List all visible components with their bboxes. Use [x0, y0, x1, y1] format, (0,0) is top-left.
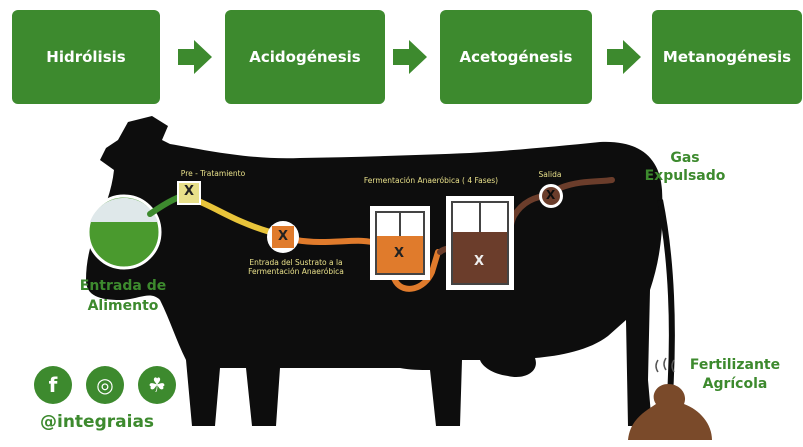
stage-label: Metanogénesis — [662, 48, 792, 66]
stage-acidogenesis: Acidogénesis — [225, 10, 385, 104]
marker-x: X — [394, 246, 405, 261]
label-entrada-alimento: Entrada de Alimento — [79, 278, 167, 314]
pipe-brown-outlet — [557, 177, 615, 191]
cow-tail — [657, 199, 675, 396]
facebook-icon[interactable]: f — [34, 366, 72, 404]
arrow-right-icon — [393, 40, 427, 74]
label-gas-expulsado: Gas Expulsado — [644, 150, 726, 184]
community-icon[interactable]: ☘ — [138, 366, 176, 404]
social-handle: @integraias — [40, 412, 155, 432]
label-entrada-sustrato: Entrada del Sustrato a la Fermentación A… — [248, 258, 344, 276]
stage-hidrolisis: Hidrólisis — [12, 10, 160, 104]
tank-1-fill — [377, 236, 423, 273]
fertilizer-pile-icon — [628, 384, 712, 440]
marker-x: X — [278, 229, 289, 244]
pipe-yellow — [193, 197, 273, 235]
stage-label: Hidrólisis — [46, 48, 126, 66]
feed-sky — [90, 197, 158, 222]
marker-pretratamiento — [177, 181, 201, 205]
stage-metanogenesis: Metanogénesis — [652, 10, 802, 104]
label-fermentacion: Fermentación Anaeróbica ( 4 Fases) — [363, 176, 499, 185]
tank-2-fill — [453, 232, 507, 283]
arrow-right-icon — [607, 40, 641, 74]
marker-x: X — [474, 254, 485, 269]
stage-label: Acetogénesis — [459, 48, 573, 66]
marker-x: X — [546, 188, 556, 202]
label-salida: Salida — [538, 170, 562, 179]
steam-lines — [655, 357, 675, 373]
arrow-right-icon — [178, 40, 212, 74]
instagram-icon[interactable]: ◎ — [86, 366, 124, 404]
label-fertilizante: Fertilizante Agrícola — [689, 357, 781, 392]
label-pretratamiento: Pre - Tratamiento — [180, 169, 246, 178]
marker-x: X — [184, 184, 195, 199]
stage-acetogenesis: Acetogénesis — [440, 10, 592, 104]
stage-label: Acidogénesis — [249, 48, 361, 66]
